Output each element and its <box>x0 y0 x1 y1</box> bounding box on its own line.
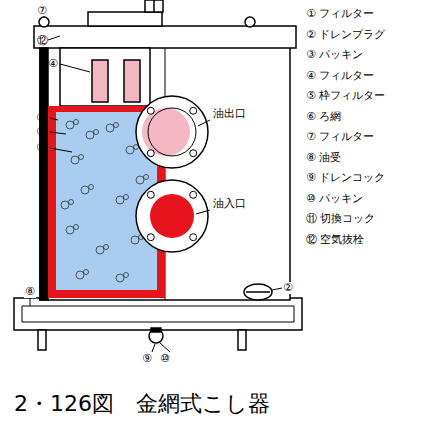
drain-plug <box>244 284 272 300</box>
key-entry: ⑫ 空気抜栓 <box>306 234 365 246</box>
callout-label: ① <box>36 112 46 124</box>
inlet-flange <box>136 180 208 252</box>
key-entry: ③ パッキン <box>306 49 363 61</box>
callout-label: ⑧ <box>24 286 36 298</box>
drain-cock <box>149 329 163 343</box>
callout-label: ⑫ <box>37 35 48 47</box>
cover-boss <box>88 12 162 26</box>
callout-label: ⑤ <box>36 126 46 138</box>
key-entry: ⑩ パッキン <box>306 193 363 205</box>
callout-label: ⑨ <box>142 353 152 365</box>
callout-label: ④ <box>48 58 58 70</box>
key-entry: ⑪ 切換コック <box>306 213 376 225</box>
foot <box>38 330 46 350</box>
key-entry: ⑥ ろ網 <box>306 111 341 123</box>
key-entry: ④ フィルター <box>306 70 374 82</box>
key-entry: ⑧ 油受 <box>306 152 341 164</box>
cover <box>34 26 296 48</box>
callout-label: ⑥ <box>36 142 46 154</box>
inlet-port <box>150 194 194 238</box>
outlet-flange <box>136 96 208 168</box>
callout-label: 油出口 <box>212 108 247 120</box>
key-entry: ⑤ 枠フィルター <box>306 90 385 102</box>
air-vent <box>39 17 49 27</box>
key-entry: ⑨ ドレンコック <box>306 172 385 184</box>
key-entry: ① フィルター <box>306 8 374 20</box>
callout-label: ⑩ <box>160 353 170 365</box>
foot <box>238 330 246 350</box>
callout-label: ② <box>282 282 294 294</box>
key-entry: ② ドレンプラグ <box>306 29 385 41</box>
key-entry: ⑦ フィルター <box>306 131 374 143</box>
oil-pan <box>14 298 302 330</box>
filter-element <box>92 60 108 102</box>
callout-label: ⑦ <box>37 5 47 17</box>
caption: 2・126図 金網式こし器 <box>14 392 270 416</box>
body <box>40 46 290 300</box>
filter-element <box>124 60 140 102</box>
callout-label: 油入口 <box>212 198 247 210</box>
switch-cock <box>145 0 163 12</box>
